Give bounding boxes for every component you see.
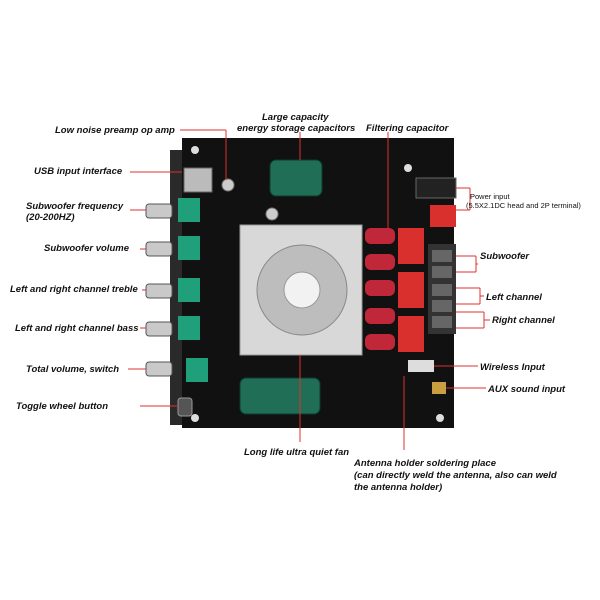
- speaker-terminals: [428, 244, 456, 334]
- label-capacitors-2: energy storage capacitors: [237, 123, 356, 134]
- power-jack: [415, 177, 457, 199]
- small-capacitor: [265, 207, 279, 221]
- wireless-module: [408, 360, 434, 372]
- heatsink: [239, 224, 363, 356]
- knob-bass: [145, 316, 200, 340]
- inductors: [365, 228, 395, 350]
- label-aux: AUX sound input: [488, 384, 566, 395]
- label-power-1: Power input: [470, 192, 510, 201]
- label-antenna-2: (can directly weld the antenna, also can…: [354, 470, 557, 481]
- label-preamp: Low noise preamp op amp: [55, 125, 175, 136]
- knob-subwoofer-frequency: [145, 198, 200, 222]
- power-terminal: [430, 205, 456, 227]
- label-sub-freq-2: (20-200HZ): [26, 212, 75, 223]
- label-sub-freq-1: Subwoofer frequency: [26, 201, 124, 212]
- aux-jack: [432, 382, 446, 394]
- label-total-volume: Total volume, switch: [26, 364, 120, 375]
- knob-treble: [145, 278, 200, 302]
- toggle-wheel: [177, 397, 193, 417]
- mount-hole: [191, 146, 199, 154]
- label-usb: USB input interface: [34, 166, 123, 177]
- label-capacitors-1: Large capacity: [262, 112, 329, 123]
- label-treble: Left and right channel treble: [10, 284, 138, 295]
- label-power-2: (5.5X2.1DC head and 2P terminal): [466, 201, 581, 210]
- label-right-channel: Right channel: [492, 315, 555, 326]
- mount-hole: [436, 414, 444, 422]
- label-sub-volume: Subwoofer volume: [44, 243, 129, 254]
- knob-subwoofer-volume: [145, 236, 200, 260]
- label-fan: Long life ultra quiet fan: [244, 447, 350, 458]
- capacitor-bottom: [239, 377, 321, 415]
- label-filtering: Filtering capacitor: [366, 123, 449, 134]
- mount-hole: [404, 164, 412, 172]
- label-antenna-3: the antenna holder): [354, 482, 443, 493]
- label-toggle: Toggle wheel button: [16, 401, 108, 412]
- mount-hole: [191, 414, 199, 422]
- label-left-channel: Left channel: [486, 292, 542, 303]
- capacitor-top: [269, 159, 323, 197]
- label-bass: Left and right channel bass: [15, 323, 139, 334]
- fan-hub: [283, 271, 321, 309]
- small-capacitor: [221, 178, 235, 192]
- usb-port: [183, 167, 213, 193]
- label-wireless: Wireless Input: [480, 362, 545, 373]
- callout-lines: [128, 129, 490, 450]
- filtering-capacitors: [398, 228, 424, 352]
- label-subwoofer: Subwoofer: [480, 251, 530, 262]
- knob-total-volume: [145, 358, 208, 382]
- label-antenna-1: Antenna holder soldering place: [354, 458, 496, 469]
